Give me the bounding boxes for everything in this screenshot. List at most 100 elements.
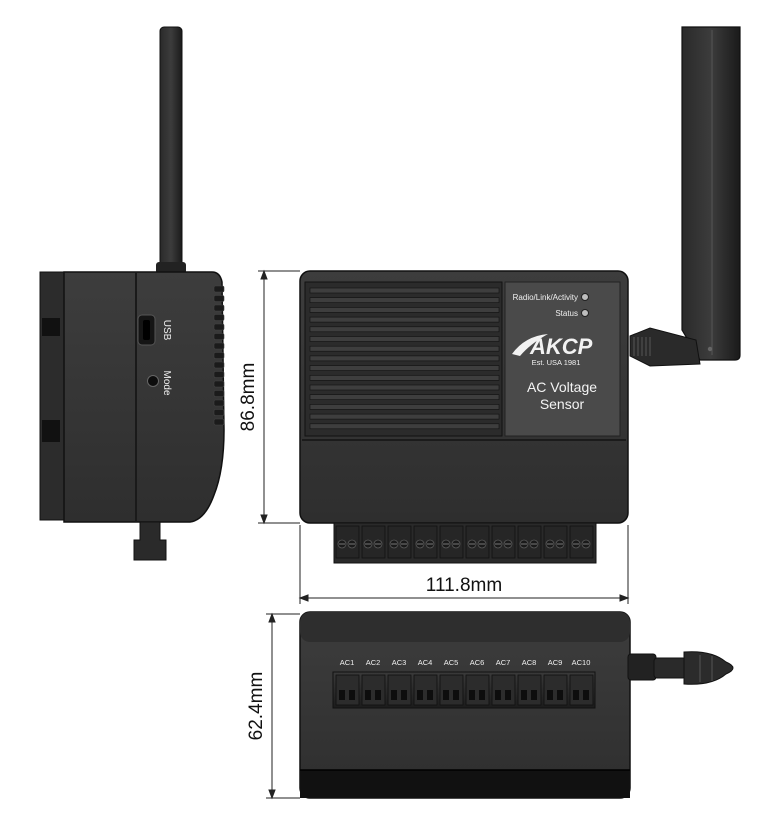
side-grille-ridge [213,371,225,378]
front-terminal [387,525,412,559]
side-rail [39,271,67,521]
front-terminals [335,525,594,559]
terminal-slot [479,690,485,700]
front-antenna [681,26,741,361]
front-terminal [439,525,464,559]
width-dimension [298,525,630,604]
terminal-slot [583,690,589,700]
front-vent-slot [309,345,500,352]
front-terminal [491,525,516,559]
usb-label: USB [161,320,172,341]
side-grille-ridge [213,390,225,397]
antenna-connector [633,337,651,356]
terminal-slot [365,690,371,700]
terminal-label: AC4 [418,658,433,667]
side-grille-ridge [213,418,225,426]
side-grille-ridge [213,285,225,293]
terminal-slot [443,690,449,700]
indicator-radio-label: Radio/Link/Activity [513,293,578,302]
terminal-label: AC8 [522,658,537,667]
terminal-label: AC10 [572,658,591,667]
brand-tagline: Est. USA 1981 [532,358,581,367]
indicator-status-label: Status [555,309,578,318]
terminal-slot [573,690,579,700]
mode-button [147,375,159,387]
product-name-line2: Sensor [540,396,585,412]
height-dimension [258,269,300,525]
side-antenna-base [156,262,186,274]
side-terminal-plug [133,521,167,561]
front-vent-slot [309,413,500,420]
front-terminal [465,525,490,559]
depth-dimension-label: 62.4mm [246,672,267,741]
terminal-slot [375,690,381,700]
side-antenna [159,26,183,274]
brand-logo-swoosh [512,334,548,356]
side-grille-ridge [213,333,225,340]
front-terminal [517,525,542,559]
side-grille-ridge [213,314,225,321]
terminal-slot [391,690,397,700]
front-terminal [413,525,438,559]
terminal-slot [469,690,475,700]
front-terminal [361,525,386,559]
terminal-label: AC9 [548,658,563,667]
side-grille-ridge [213,342,225,350]
terminal-slot [339,690,345,700]
side-grille-ridge [213,361,225,369]
front-vent-slots [309,287,500,430]
front-vent-slot [309,316,500,323]
terminal-slot [505,690,511,700]
terminal-label: AC1 [340,658,355,667]
terminal-slot [521,690,527,700]
terminal-slot [557,690,563,700]
front-vent-slot [309,355,500,362]
height-dimension-label: 86.8mm [238,363,259,432]
side-grille-ridge [213,380,225,388]
bottom-antenna-connector [627,651,734,685]
terminal-slot [495,690,501,700]
side-grille-ridge [213,352,225,359]
front-label-panel [504,281,621,437]
front-view: Radio/Link/Activity Status AKCP Est. USA… [299,26,741,564]
terminal-label: AC3 [392,658,407,667]
brand-logo: AKCP [529,334,593,359]
side-housing [63,271,225,523]
front-vent-slot [309,297,500,304]
front-vent-slot [309,374,500,381]
side-grille-ridge [213,399,225,407]
side-grille-ridge [213,304,225,312]
front-vent-slot [309,365,500,371]
bottom-housing-base [300,770,630,798]
front-terminal [543,525,568,559]
terminal-slot [417,690,423,700]
terminal-label: AC7 [496,658,511,667]
front-vent-slot [309,384,500,391]
mode-label: Mode [161,370,172,395]
terminal-label: AC6 [470,658,485,667]
width-dimension-label: 111.8mm [426,575,502,596]
depth-dimension [266,612,300,800]
side-grille-ridge [213,295,225,302]
terminal-slot [453,690,459,700]
terminal-slot [547,690,553,700]
terminal-slot [427,690,433,700]
terminal-slot [349,690,355,700]
front-vent-slot [309,423,500,430]
product-name-line1: AC Voltage [527,379,597,395]
side-view: USB Mode [39,26,225,561]
side-grille [213,285,225,426]
front-vent-slot [309,287,500,294]
front-terminal [569,525,594,559]
front-vent-slot [309,394,500,401]
front-terminal [335,525,360,559]
side-grille-ridge [213,409,225,416]
front-vent-slot [309,326,500,333]
front-vent-slot [309,307,500,313]
side-grille-ridge [213,323,225,331]
terminal-slot [401,690,407,700]
terminal-label: AC2 [366,658,381,667]
